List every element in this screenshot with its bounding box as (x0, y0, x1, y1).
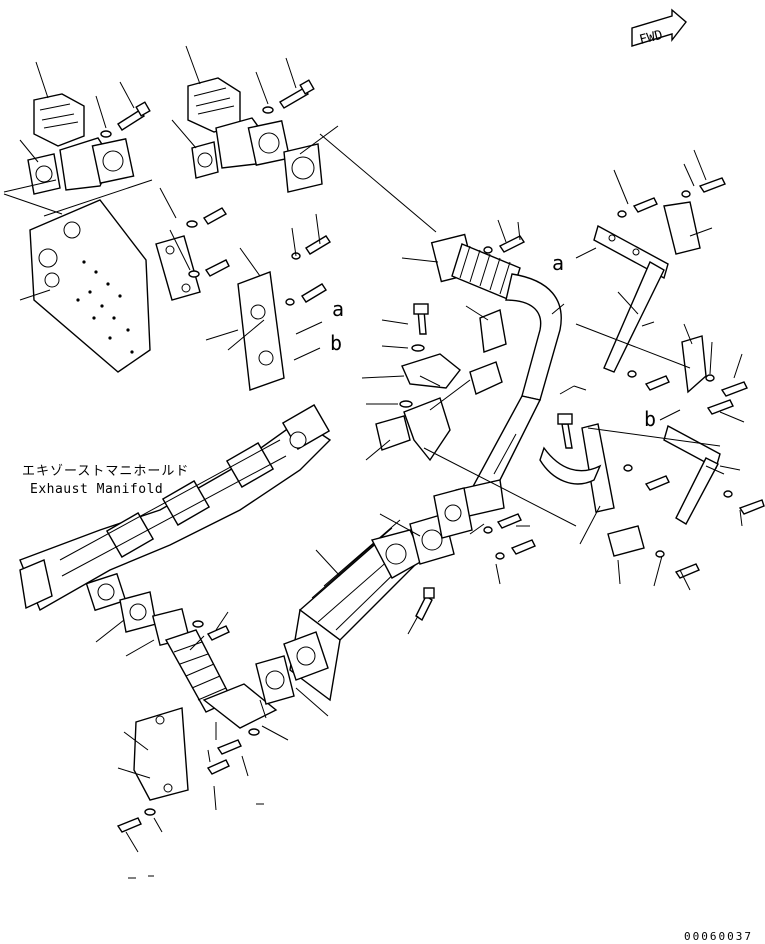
bolt-icon (262, 79, 315, 114)
bracket-lower (133, 707, 189, 801)
fwd-label: FWD (638, 28, 665, 48)
clamp (375, 309, 507, 462)
bolt-icon (415, 587, 435, 622)
reference-label-a: a (552, 251, 564, 275)
heat-shield-plate (29, 199, 151, 373)
bracket (155, 235, 201, 301)
bolt-icon (557, 177, 765, 579)
gasket-left (27, 153, 61, 195)
reference-label-a: a (332, 297, 344, 321)
gasket-center (191, 141, 323, 193)
exhaust-manifold (19, 404, 332, 612)
egr-valve-center (187, 77, 291, 169)
fwd-arrow-icon: FWD (631, 8, 687, 48)
egr-pipe (430, 233, 562, 539)
leader-lines (3, 45, 745, 879)
reference-label-b: b (644, 407, 656, 431)
egr-valve-left (33, 93, 135, 191)
bolt-icon (399, 235, 536, 560)
drawing-number: 00060037 (684, 930, 753, 943)
flex-pipe-lower (151, 607, 278, 729)
egr-cooler (283, 519, 425, 702)
support-bracket-right-lower (539, 423, 721, 557)
bolt-icon (100, 101, 151, 138)
title-jp: エキゾーストマニホールド (22, 464, 189, 479)
reference-label-b: b (330, 331, 342, 355)
support-bracket-right (593, 201, 707, 394)
bolt-icon (116, 620, 260, 833)
title-en: Exhaust Manifold (30, 482, 163, 497)
bolt-icon (186, 207, 331, 306)
gasket-lower (119, 591, 157, 633)
gasket-plate (237, 271, 285, 391)
